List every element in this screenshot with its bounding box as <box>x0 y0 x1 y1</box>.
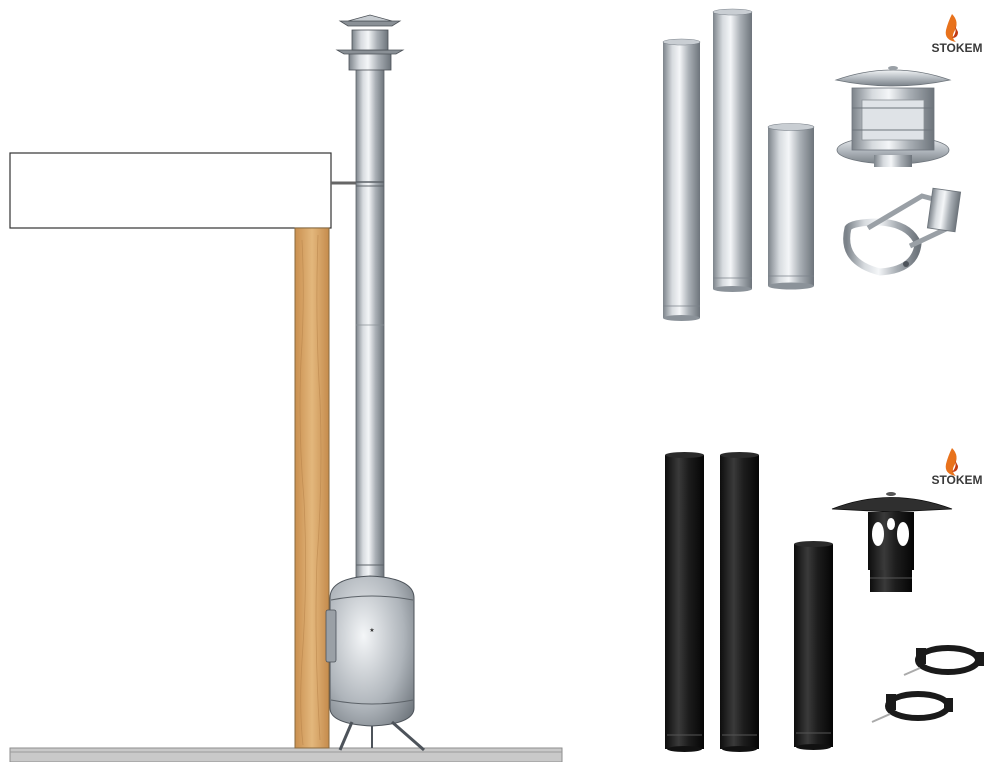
chimney-pipe <box>355 61 385 578</box>
black-pipe <box>665 452 704 752</box>
installation-diagram: ★ <box>9 14 563 762</box>
ground-slab <box>9 747 563 762</box>
brand-logo: STOKEM <box>931 448 983 487</box>
black-pipe-clamp <box>871 691 953 723</box>
steel-pipe <box>662 38 701 321</box>
brand-logo: STOKEM <box>931 14 983 55</box>
rain-cap <box>335 14 405 71</box>
stove: ★ <box>325 575 425 752</box>
steel-rain-cap <box>834 66 952 167</box>
steel-wall-bracket <box>843 187 962 276</box>
black-pipe-clamp <box>903 645 984 676</box>
roof-block <box>9 152 332 229</box>
black-pipe <box>720 452 759 752</box>
brand-name: STOKEM <box>931 41 982 55</box>
stainless-kit: STOKEM <box>662 8 983 321</box>
stove-logo: ★ <box>369 627 374 634</box>
black-kit: STOKEM <box>665 448 984 752</box>
steel-pipe <box>767 123 815 290</box>
brand-name: STOKEM <box>931 473 982 487</box>
black-rain-cap <box>831 492 953 592</box>
steel-pipe <box>712 8 753 292</box>
black-pipe <box>794 541 833 750</box>
wooden-wall <box>294 227 330 749</box>
